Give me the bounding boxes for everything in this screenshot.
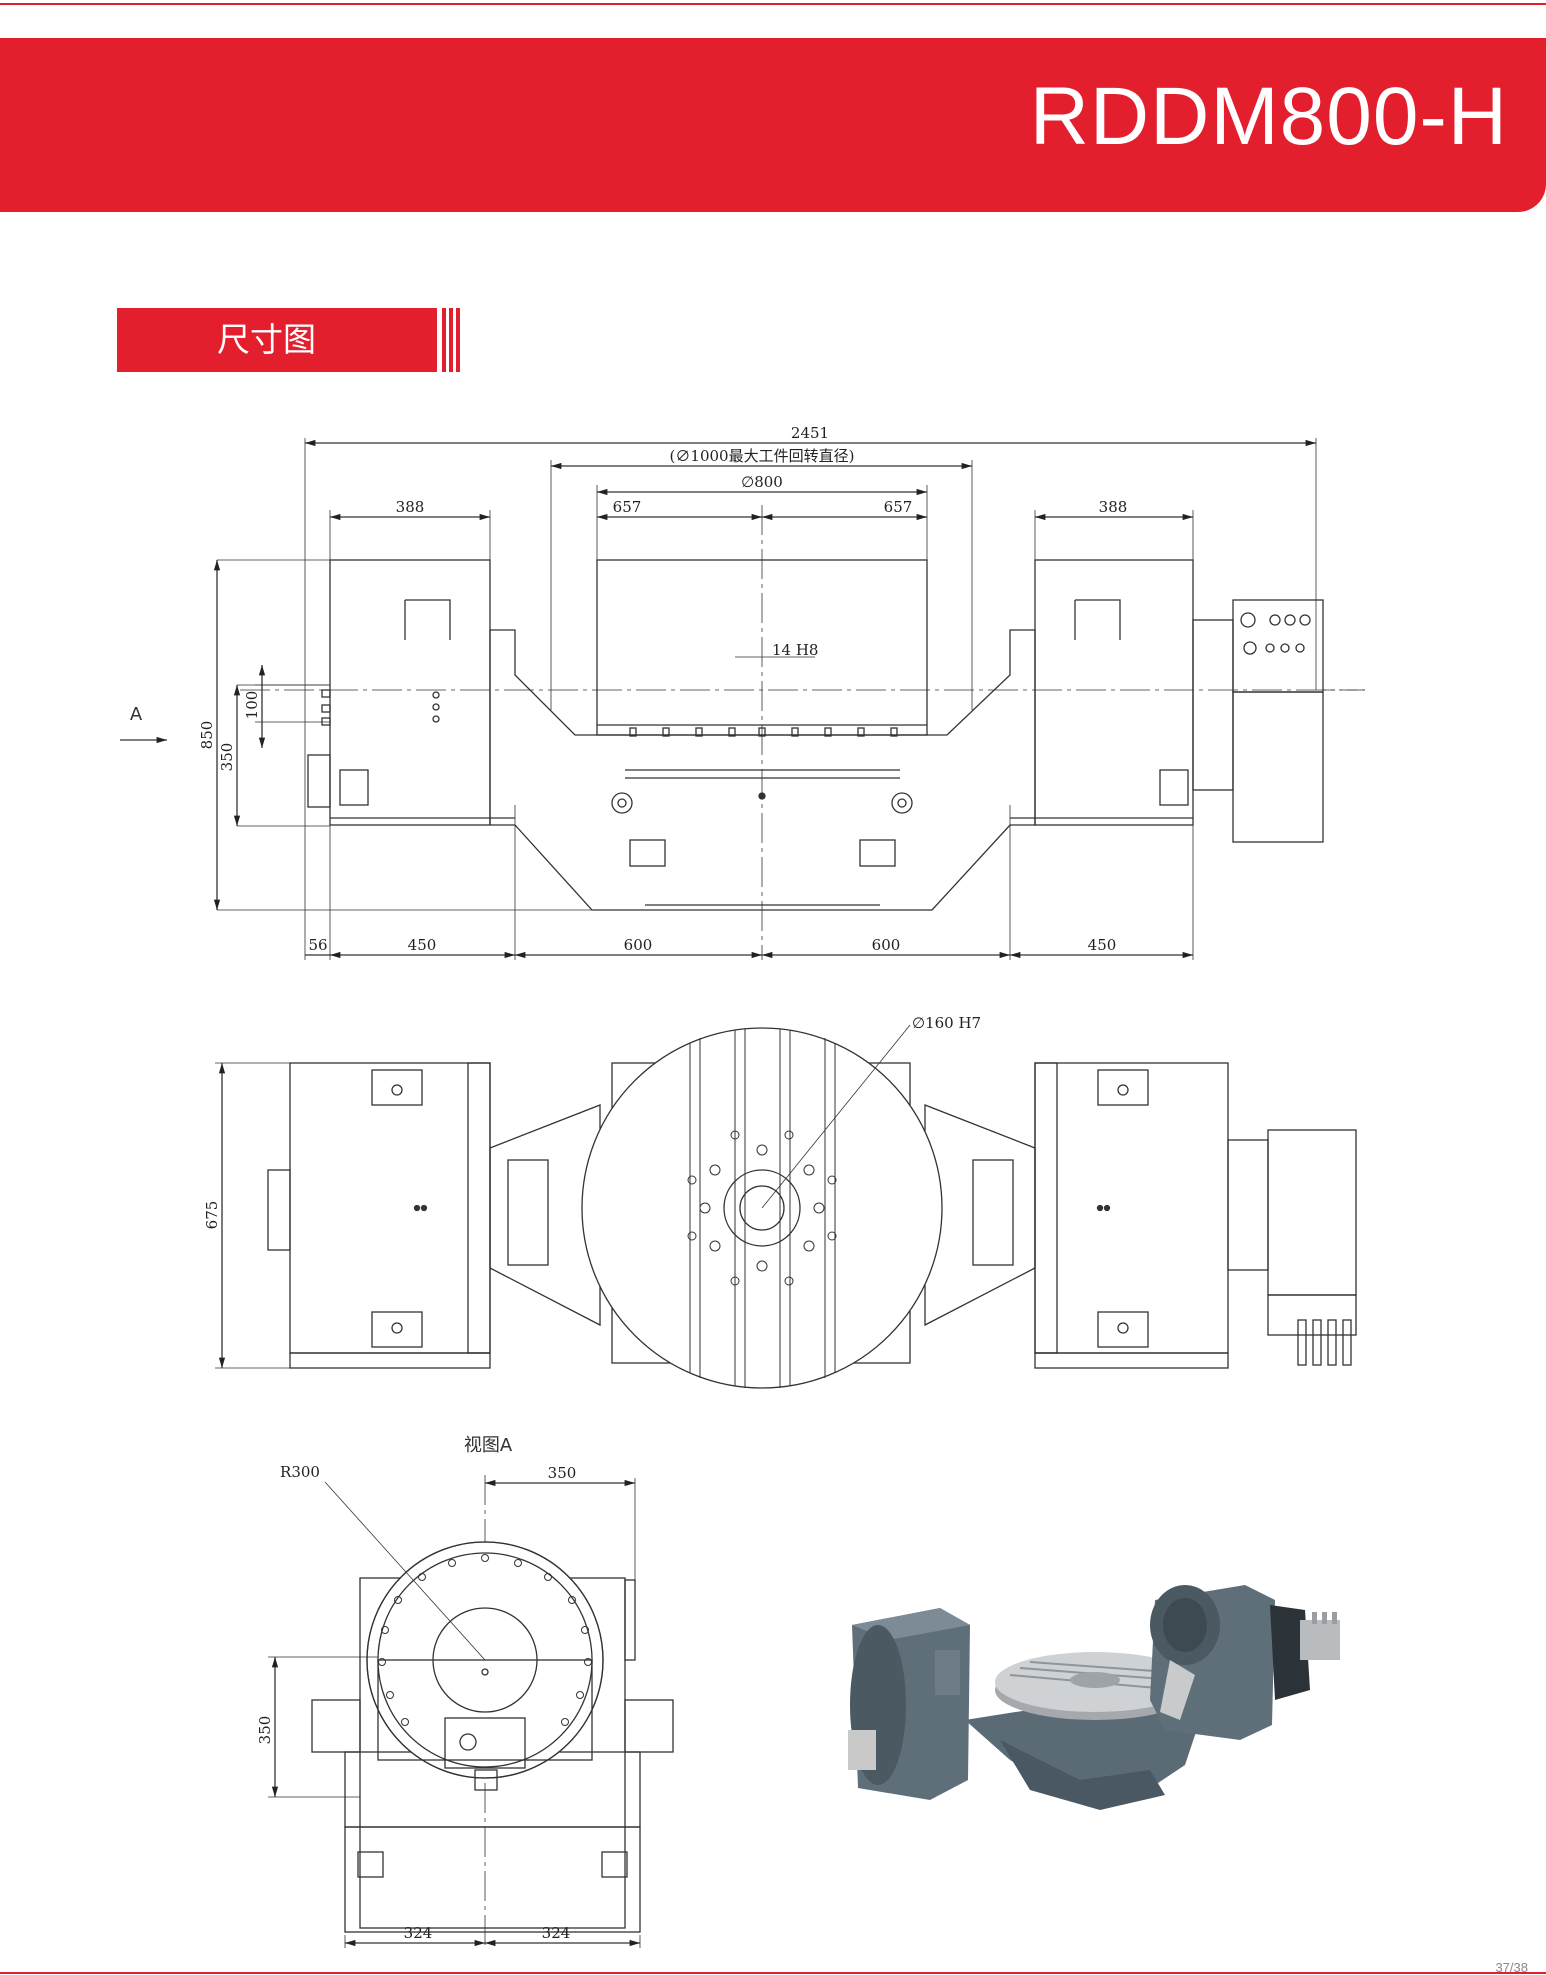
dim-height-axis: 350 — [218, 743, 236, 772]
tab-stripe — [442, 308, 446, 372]
dim-bottom-600-right: 600 — [872, 936, 901, 954]
tab-stripe — [456, 308, 460, 372]
product-render — [848, 1585, 1340, 1810]
dim-bottom-450-left: 450 — [408, 936, 437, 954]
view-a-title: 视图A — [464, 1435, 513, 1456]
dim-bottom-56: 56 — [308, 936, 327, 954]
top-view — [215, 1024, 1357, 1389]
dim-height-small: 100 — [243, 691, 261, 720]
dim-half-left: 657 — [613, 498, 642, 516]
dim-half-right: 657 — [884, 498, 913, 516]
left-connectors — [321, 689, 440, 726]
page-number: 37/38 — [1495, 1960, 1528, 1975]
model-title: RDDM800-H — [1029, 71, 1508, 162]
dim-half-width: 350 — [548, 1464, 577, 1482]
dim-base-right: 324 — [542, 1924, 571, 1942]
cable-glands — [1297, 1319, 1352, 1366]
dim-bottom-600-left: 600 — [624, 936, 653, 954]
view-a-marker: A — [130, 704, 143, 725]
dim-height-total: 850 — [198, 721, 216, 750]
dim-side-right: 388 — [1099, 498, 1128, 516]
t-slot-row — [629, 727, 898, 737]
disc-bolt-circle — [378, 1554, 592, 1726]
dim-radius: R300 — [280, 1463, 320, 1481]
dim-slot: 14 H8 — [772, 641, 818, 659]
view-a — [268, 1475, 674, 1948]
tab-stripe — [449, 308, 453, 372]
dim-overall: 2451 — [791, 424, 829, 442]
title-banner — [0, 38, 1546, 212]
section-title: 尺寸图 — [217, 320, 316, 359]
dim-axis-height: 350 — [256, 1716, 274, 1745]
table-holes — [687, 1130, 837, 1286]
top-rule — [0, 3, 1546, 5]
section-tab: 尺寸图 — [117, 308, 437, 372]
dim-bore: ∅160 H7 — [912, 1014, 981, 1032]
dim-depth: 675 — [203, 1201, 221, 1230]
dim-bottom-450-right: 450 — [1088, 936, 1117, 954]
dim-side-left: 388 — [396, 498, 425, 516]
front-view — [120, 438, 1365, 960]
dim-table: ∅800 — [741, 473, 783, 491]
bottom-rule — [0, 1972, 1546, 1974]
dim-max-swing: (∅1000最大工件回转直径) — [670, 447, 855, 465]
dim-base-left: 324 — [404, 1924, 433, 1942]
